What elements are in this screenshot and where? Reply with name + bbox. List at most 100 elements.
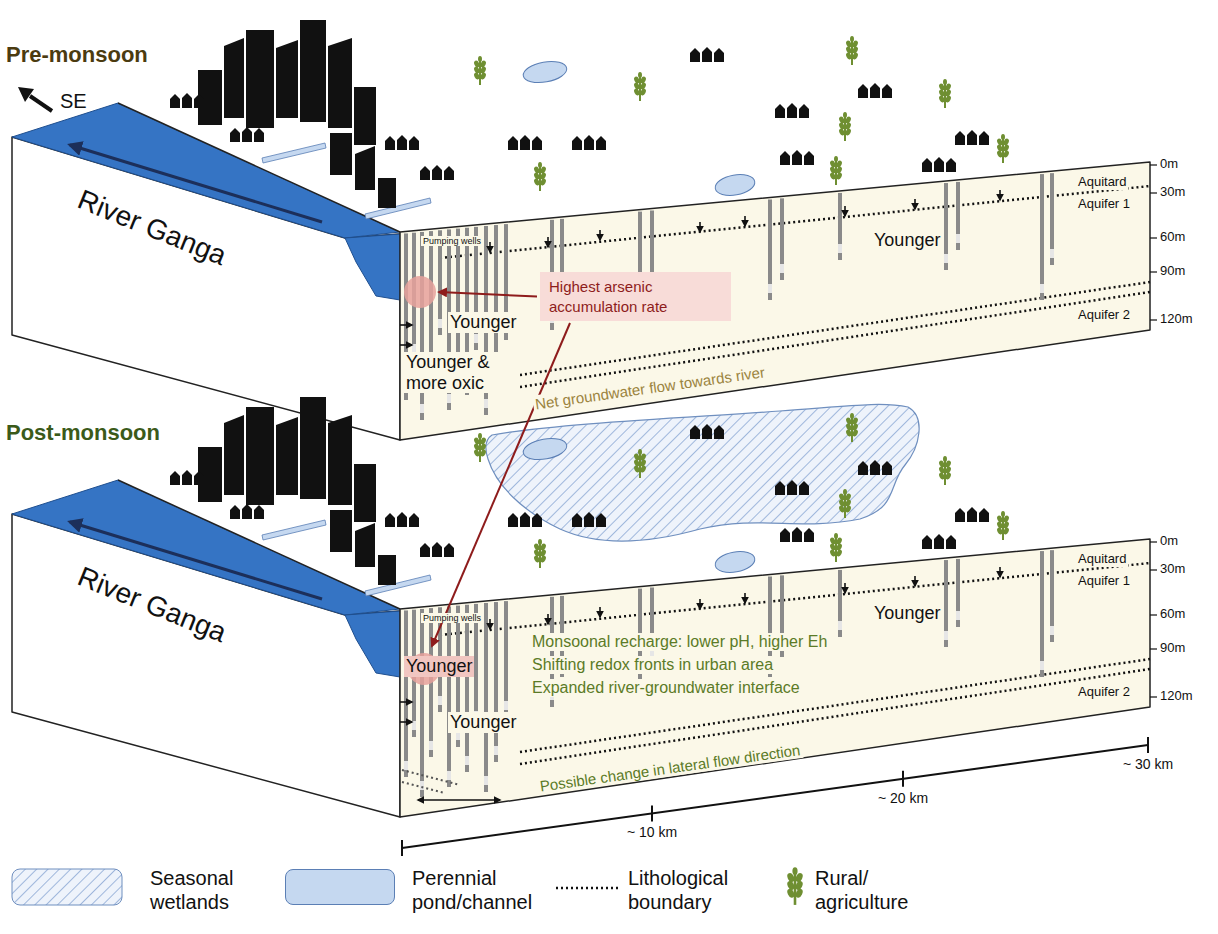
crop-grain (480, 449, 487, 458)
house-icon (955, 131, 965, 145)
house-icon (799, 104, 809, 118)
age-label: Younger (448, 312, 518, 333)
house-icon (934, 534, 944, 549)
well-screen (838, 244, 842, 253)
pre-monsoon-block (12, 20, 1157, 440)
urban-building (300, 397, 326, 499)
crop-icon (473, 56, 487, 85)
pumping-well (956, 559, 960, 627)
crop-stalk (844, 493, 846, 518)
pumping-well (1050, 550, 1054, 642)
house-icon (882, 461, 892, 475)
house-icon (946, 535, 956, 549)
house-icon (934, 157, 944, 172)
depth-tick (1150, 237, 1157, 238)
depth-tick (1150, 569, 1157, 570)
house-icon (182, 470, 192, 485)
well-screen (404, 761, 408, 770)
house-icon (775, 481, 785, 495)
house-icon (858, 461, 868, 475)
house-icon (690, 425, 700, 439)
house-icon (979, 131, 989, 145)
pumping-well (944, 183, 948, 270)
depth-label: 30m (1160, 562, 1185, 577)
house-icon (702, 47, 712, 62)
well-screen (420, 404, 424, 413)
crop-grain (996, 527, 1003, 536)
pumping-well (484, 603, 488, 792)
recharge-arrow (844, 583, 846, 593)
crop-grain (1001, 511, 1005, 517)
crop-stalk (539, 166, 541, 191)
crop-icon (938, 456, 952, 485)
house-icon (780, 528, 790, 542)
crop-icon (838, 112, 852, 141)
house-icon (804, 151, 814, 165)
crop-grain (852, 429, 859, 438)
panel-title: Pre-monsoon (6, 42, 148, 67)
recharge-arrow (999, 190, 1001, 200)
urban-building (354, 87, 376, 145)
layer-label: Aquitard (1076, 552, 1128, 567)
layer-label: Aquifer 1 (1076, 197, 1132, 212)
depth-tick (1150, 164, 1157, 165)
crop-stalk (639, 453, 641, 478)
urban-building (355, 523, 375, 567)
urban-building (224, 415, 244, 495)
crop-grain (845, 52, 852, 61)
legend-text: Rural/ agriculture (815, 866, 925, 914)
depth-tick (1150, 541, 1157, 542)
urban-building (276, 40, 298, 118)
legend-text: Lithological boundary (628, 866, 748, 914)
well-screen (1040, 661, 1044, 670)
crop-icon (845, 36, 859, 65)
pumping-well (447, 606, 451, 787)
well-screen (768, 284, 772, 293)
house-icon (979, 508, 989, 522)
pumping-well (1040, 174, 1044, 300)
urban-building (354, 464, 376, 522)
well-screen (438, 319, 442, 328)
urban-building (300, 20, 326, 122)
perennial-channel (262, 143, 326, 163)
house-icon (397, 135, 407, 150)
well-label: Pumping wells (421, 236, 483, 246)
crop-grain (938, 95, 945, 104)
crop-stalk (479, 60, 481, 85)
crop-icon (829, 156, 843, 185)
house-icon (870, 83, 880, 98)
layer-label: Aquitard (1076, 175, 1128, 190)
recharge-arrow (744, 593, 746, 603)
scale-tick (902, 771, 904, 787)
scale-bar (402, 737, 1148, 856)
age-label: Younger (872, 230, 942, 251)
house-icon (714, 48, 724, 62)
process-note: Shifting redox fronts in urban area (530, 656, 775, 674)
crop-icon (633, 72, 647, 101)
crop-grain (845, 128, 852, 137)
arrow-head (18, 87, 34, 102)
urban-building (330, 510, 352, 552)
crop-stalk (479, 437, 481, 462)
house-icon (242, 504, 252, 519)
urban-building (355, 146, 375, 190)
house-icon (409, 513, 419, 527)
perennial-channel (365, 575, 431, 596)
layer-label: Aquifer 2 (1076, 308, 1132, 323)
crop-grain (845, 429, 852, 438)
perennial-pond (522, 435, 569, 462)
house-icon (182, 93, 192, 108)
crop-grain (640, 465, 647, 474)
process-note: Expanded river-groundwater interface (530, 679, 802, 697)
house-icon (596, 136, 606, 150)
post-monsoon-block (12, 397, 1157, 817)
crop-grain (478, 56, 482, 62)
lithological-boundary (402, 770, 460, 785)
house-icon (409, 136, 419, 150)
depth-label: 60m (1160, 607, 1185, 622)
scale-label: ~ 10 km (627, 824, 677, 840)
crop-grain (473, 449, 480, 458)
house-icon (792, 527, 802, 542)
crop-grain (640, 88, 647, 97)
recharge-arrow (844, 206, 846, 216)
